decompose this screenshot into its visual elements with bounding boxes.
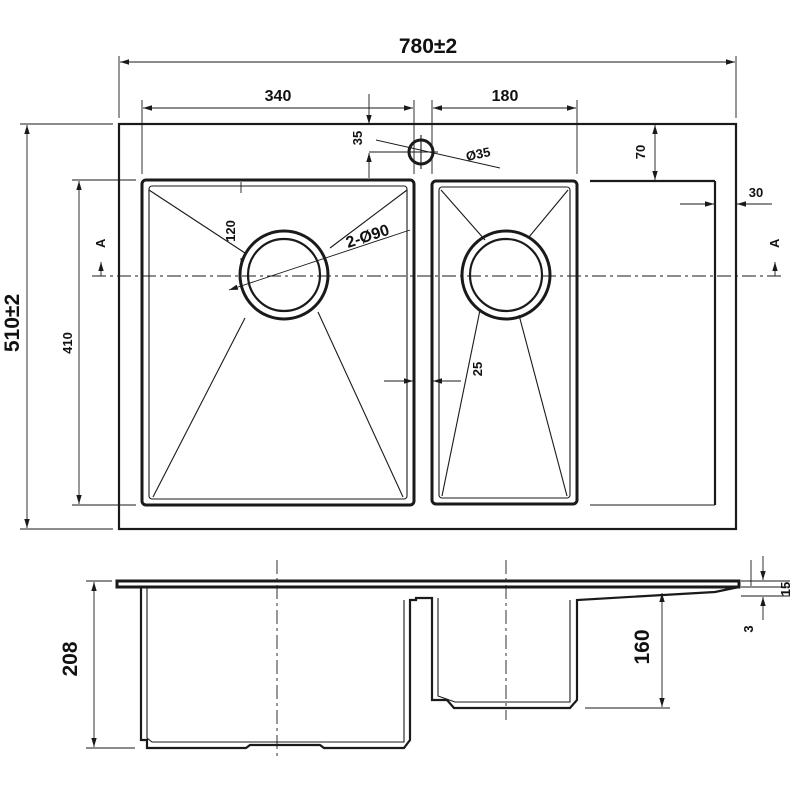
section-mark-right: A [767, 238, 782, 248]
tap-diameter-label: Ø35 [465, 144, 492, 164]
large-depth-label: 208 [59, 641, 82, 676]
small-bowl-width-label: 180 [492, 88, 519, 105]
dimension-large-depth: 208 [59, 580, 135, 749]
section-view: 208 160 15 3 [59, 556, 793, 760]
large-bowl-width-label: 340 [265, 88, 292, 105]
small-drain-hole [460, 229, 552, 321]
dimension-overall-depth: 510±2 [1, 123, 113, 530]
dimension-tap-offset: 35 [350, 94, 372, 178]
small-bowl [430, 179, 579, 506]
small-depth-label: 160 [631, 629, 654, 664]
corner-dim-label: 120 [223, 220, 238, 242]
dimension-large-bowl-width: 340 [141, 88, 415, 174]
top-view: A A 780±2 340 180 35 [1, 35, 784, 531]
drain-holes-label: 2-Ø90 [344, 222, 392, 252]
dimension-bowl-length: 410 [60, 179, 136, 506]
sheet-thickness-label: 3 [741, 625, 756, 632]
dimension-divider: 25 [384, 362, 485, 384]
drainboard [590, 179, 717, 506]
side-margin-label: 30 [749, 185, 763, 200]
deck-thickness-label: 15 [778, 582, 793, 596]
rear-ledge-label: 70 [633, 145, 648, 159]
dimension-small-depth: 160 [585, 593, 670, 709]
tap-offset-label: 35 [350, 131, 365, 145]
overall-depth-label: 510±2 [1, 294, 24, 352]
sink-deck-outline [117, 122, 738, 531]
section-line-a: A A [92, 238, 784, 277]
divider-label: 25 [470, 362, 485, 376]
tap-hole [369, 135, 501, 169]
large-bowl [140, 178, 416, 507]
overall-width-label: 780±2 [399, 35, 457, 58]
dimension-overall-width: 780±2 [118, 35, 737, 118]
dimension-small-bowl-width: 180 [431, 88, 578, 174]
dimension-thickness: 15 3 [741, 556, 793, 633]
section-mark-left: A [93, 238, 108, 248]
section-profile [139, 585, 740, 750]
bowl-length-label: 410 [60, 332, 75, 354]
dimension-corner: 120 [223, 182, 242, 272]
dimension-side-margin: 30 [680, 185, 772, 207]
dimension-rear-ledge: 70 [633, 125, 658, 180]
large-drain-hole [238, 229, 330, 321]
section-deck-plate [115, 579, 741, 589]
